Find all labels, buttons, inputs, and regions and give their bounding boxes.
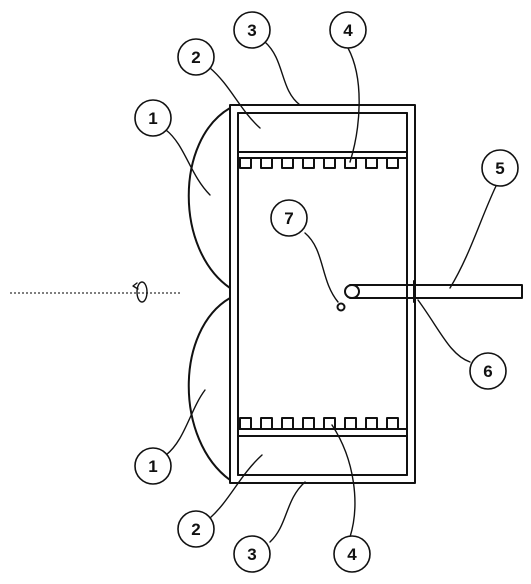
leader-6 [417,299,471,363]
probe-rod [349,284,523,299]
callout-4-bottom: 4 [333,535,371,573]
callout-2-top: 2 [177,38,215,76]
probe-tip [344,284,360,299]
callout-label: 3 [247,21,256,40]
callout-label: 2 [191,48,200,67]
rotation-arrow-icon [132,281,148,303]
bottom-comb-teeth [237,417,408,430]
callout-label: 2 [191,520,200,539]
callout-label: 7 [284,209,293,228]
callout-6: 6 [469,352,507,390]
callout-2-bottom: 2 [177,510,215,548]
callout-label: 1 [148,109,157,128]
callout-label: 4 [347,545,357,564]
leader-4-top [347,47,360,163]
callout-1-top: 1 [134,99,172,137]
callout-label: 3 [247,545,256,564]
leader-1-top [165,129,211,196]
leader-3-top [264,41,301,106]
callout-3-top: 3 [233,11,271,49]
point-marker [336,302,346,312]
upper-bulge [187,107,231,289]
leader-3-bottom [269,481,306,543]
callout-label: 4 [343,21,353,40]
leader-2-bottom [209,454,263,519]
leader-1-bottom [165,389,206,456]
callout-1-bottom: 1 [134,447,172,485]
leader-7 [304,232,339,303]
callout-label: 1 [148,457,157,476]
leader-2-top [209,67,261,129]
callout-label: 5 [495,159,504,178]
leader-5 [449,185,497,289]
top-comb-teeth [237,157,408,169]
callout-label: 6 [483,362,492,381]
leader-4-bottom [331,424,356,538]
callout-3-bottom: 3 [233,535,271,573]
callout-7: 7 [270,199,308,237]
callout-5: 5 [481,149,519,187]
lower-bulge [187,297,231,481]
callout-4-top: 4 [329,11,367,49]
